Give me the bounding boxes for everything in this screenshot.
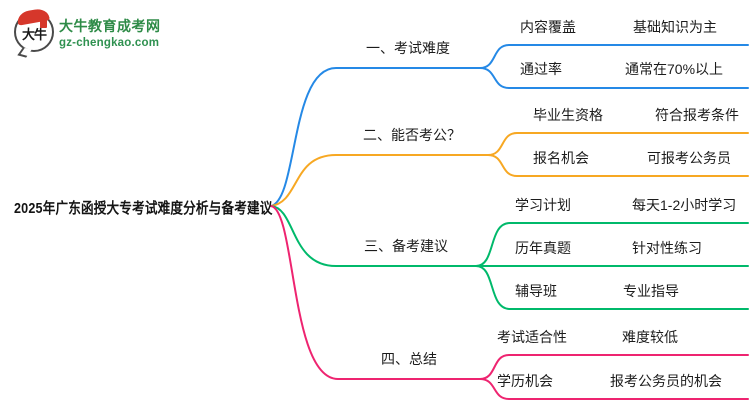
- site-logo: 大牛 大牛教育成考网 gz-chengkao.com: [14, 7, 161, 58]
- branch-3-trunk-line: [270, 205, 477, 267]
- root-node-title: 2025年广东函授大专考试难度分析与备考建议: [14, 200, 273, 217]
- branch-3-child-3-line: [475, 265, 749, 310]
- branch-4-child-2-value: 报考公务员的机会: [610, 373, 722, 389]
- logo-characters: 大牛: [21, 27, 47, 42]
- site-name: 大牛教育成考网: [59, 17, 161, 34]
- branch-2-child-2-keyword: 报名机会: [533, 150, 589, 166]
- branch-1-label: 一、考试难度: [366, 40, 450, 56]
- branch-4-child-1-line: [479, 354, 749, 380]
- branch-4-child-1-value: 难度较低: [622, 329, 678, 345]
- branch-1-child-1-value: 基础知识为主: [633, 19, 717, 35]
- branch-1-child-1-line: [479, 44, 749, 69]
- branch-1-trunk-line: [270, 67, 481, 207]
- logo-red-seal-icon: [40, 20, 47, 28]
- branch-2-trunk-line: [270, 154, 489, 207]
- branch-2-child-1-line: [487, 132, 749, 156]
- branch-1-child-2-value: 通常在70%以上: [625, 61, 724, 77]
- logo-text: 大牛教育成考网 gz-chengkao.com: [59, 16, 161, 49]
- branch-1-child-2-line: [479, 67, 749, 89]
- site-domain: gz-chengkao.com: [59, 36, 160, 49]
- branch-2-label: 二、能否考公？: [363, 127, 461, 143]
- branch-4-child-2-line: [479, 378, 749, 400]
- branch-2-child-1-keyword: 毕业生资格: [533, 107, 603, 123]
- branch-3-child-1-value: 每天1-2小时学习: [632, 197, 737, 213]
- branch-4-child-1-keyword: 考试适合性: [497, 329, 567, 345]
- branch-4-label: 四、总结: [381, 351, 437, 367]
- branch-3-child-2-value: 针对性练习: [632, 240, 702, 256]
- branch-3-child-2-keyword: 历年真题: [515, 240, 571, 256]
- branch-3-label: 三、备考建议: [364, 238, 448, 254]
- branch-2-child-2-line: [487, 154, 749, 177]
- logo-speech-bubble-icon: 大牛: [14, 7, 54, 58]
- branch-3-child-3-value: 专业指导: [623, 283, 679, 299]
- branch-1-child-2-keyword: 通过率: [520, 61, 562, 77]
- branch-3-child-1-line: [475, 222, 749, 267]
- branch-4-child-2-keyword: 学历机会: [497, 373, 553, 389]
- branch-1-child-1-keyword: 内容覆盖: [520, 19, 576, 35]
- branch-4-trunk-line: [270, 205, 481, 380]
- branch-2-child-2-value: 可报考公务员: [647, 150, 731, 166]
- branch-2-child-1-value: 符合报考条件: [655, 107, 739, 123]
- branch-3-child-1-keyword: 学习计划: [515, 197, 571, 213]
- branch-3-child-3-keyword: 辅导班: [515, 283, 557, 299]
